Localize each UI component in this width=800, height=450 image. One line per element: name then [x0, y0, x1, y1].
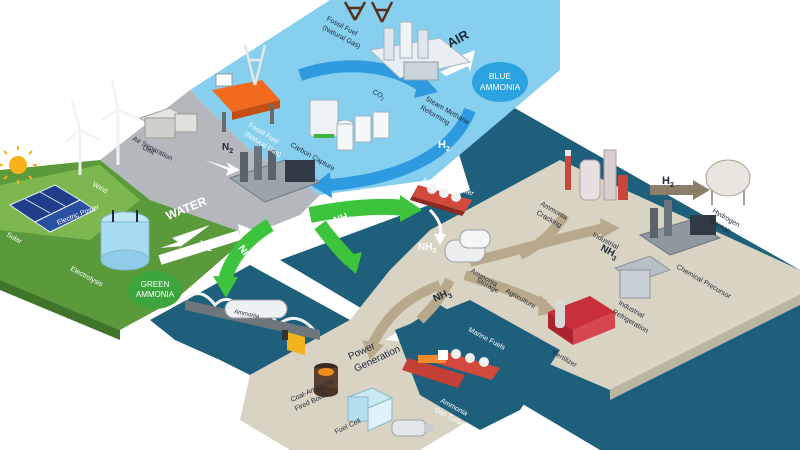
green-flow-left [218, 218, 274, 282]
right-edge-depth [610, 295, 800, 400]
nh3-e-sub: 3 [447, 292, 454, 300]
green-flow-carrier [308, 198, 406, 223]
tan-flow-marine [416, 277, 455, 324]
h2-left-label: H2 [200, 239, 212, 253]
solar-panel-icon [8, 184, 97, 233]
tan-flow-fertilizer [463, 270, 548, 310]
n2-main: N [222, 142, 229, 153]
green-badge-line-2: AMMONIA [136, 290, 175, 299]
electrolysis-tank-icon [100, 210, 150, 271]
co2-label: CO2 [370, 89, 386, 104]
nh3-c-sub: 3 [432, 248, 436, 255]
h2-top-sub: 2 [446, 146, 450, 153]
marine-fuel-ship-icon [432, 349, 500, 380]
h2-top-main: H [438, 139, 446, 151]
n2-sub: 2 [229, 148, 233, 155]
nh3-a-sub: 3 [348, 216, 354, 224]
ammonia-truck-icon [224, 299, 305, 355]
h2-left-sub: 2 [208, 246, 212, 253]
blue-badge-line-1: BLUE [489, 71, 512, 81]
n2-arrow [205, 160, 240, 176]
nh3-label-a: NH3 [332, 210, 354, 229]
blue-flow-head-2 [312, 172, 332, 198]
co2-sub: 2 [379, 97, 385, 104]
coal-boiler-icon [314, 363, 338, 397]
carrier-flow-head [434, 234, 446, 245]
blue-ammonia-zone [190, 0, 560, 195]
co2-main: CO [371, 89, 384, 101]
h2-right-sub: 2 [670, 182, 674, 189]
ammonia-carrier-ship-icon [410, 184, 472, 216]
nh3-b-sub: 3 [242, 259, 250, 266]
chemical-plant-icon [638, 200, 722, 256]
water-arrow [160, 225, 210, 250]
green-ammonia-badge: GREEN AMMONIA [128, 271, 182, 309]
flow-arrows [158, 50, 710, 360]
wind-turbine-icon [65, 79, 139, 175]
hydrogen-storage-icon [705, 159, 751, 205]
land-zone [250, 160, 800, 390]
air-arrow [440, 50, 475, 76]
ammonia-cracking-icon [565, 149, 628, 201]
carbon-capture-icon [309, 99, 390, 151]
h2-left-main: H [200, 239, 208, 251]
cargo-ship-icon [402, 350, 465, 388]
sun-icon [0, 146, 37, 184]
fertilizer-barn-icon [548, 296, 615, 345]
oil-derrick-icon [343, 1, 394, 23]
nh3-a-main: NH [332, 212, 349, 227]
ammonia-storage-icon [444, 229, 491, 263]
h2-right-label: H2 [662, 175, 674, 189]
h2-flow-white [158, 230, 242, 265]
truck-label: Ammonia [234, 309, 261, 320]
blue-badge-line-2: AMMONIA [480, 82, 521, 92]
air-separation-unit-icon [138, 107, 198, 139]
h2-storage-flow-head [693, 180, 710, 200]
tan-flow-head-1 [600, 218, 620, 238]
tan-flow-head-3 [362, 340, 384, 360]
industrial-refrigeration-icon [613, 255, 672, 299]
green-badge-line-1: GREEN [141, 280, 170, 289]
blue-flow-down [329, 107, 476, 191]
n2-label: N2 [222, 142, 233, 155]
carrier-flow [428, 208, 443, 237]
nh3-c-main: NH [418, 242, 432, 253]
fuel-cell-icon [346, 387, 394, 432]
gas-turbine-icon [391, 419, 434, 437]
blue-ammonia-badge: BLUE AMMONIA [472, 62, 528, 102]
tan-flow-cracking [517, 212, 570, 260]
ammonia-synthesis-plant-icon [228, 146, 322, 203]
green-flow-head-1 [400, 195, 422, 222]
tan-flow-power [367, 280, 442, 348]
h2-top-label: H2 [438, 139, 450, 153]
green-flow-head-2 [338, 252, 362, 274]
nh3-label-c: NH3 [418, 242, 436, 255]
left-edge-depth [0, 280, 120, 340]
nh3-d-sub: 3 [610, 255, 617, 263]
steam-methane-plant-icon [368, 21, 472, 81]
offshore-rig-icon [212, 44, 280, 132]
green-flow-head-3 [213, 276, 238, 298]
h2-right-main: H [662, 175, 670, 187]
